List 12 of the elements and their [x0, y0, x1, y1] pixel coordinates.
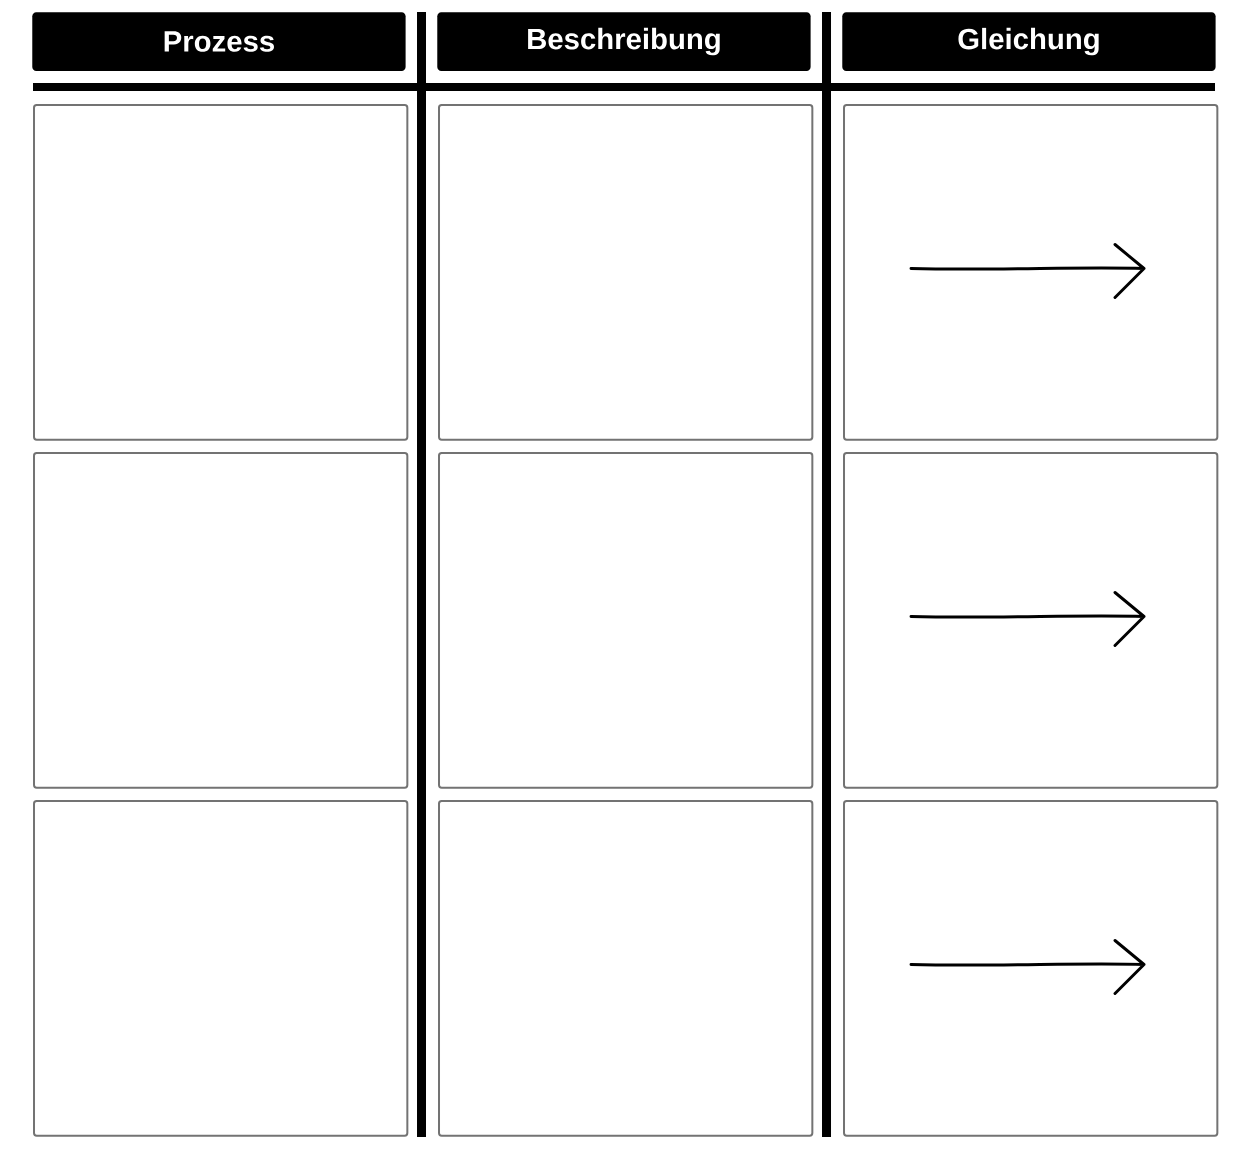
- panel-box: [843, 800, 1219, 1137]
- panel-box: [843, 104, 1219, 441]
- panel-box: [438, 104, 814, 441]
- column-header: Beschreibung: [437, 12, 811, 71]
- panel-box: [438, 452, 814, 789]
- panel-box: [33, 800, 409, 1137]
- panel-box: [33, 104, 409, 441]
- panel-box: [33, 452, 409, 789]
- panel-box: [438, 800, 814, 1137]
- column-header: Gleichung: [842, 12, 1216, 71]
- column-header: Prozess: [32, 12, 406, 71]
- panel-box: [843, 452, 1219, 789]
